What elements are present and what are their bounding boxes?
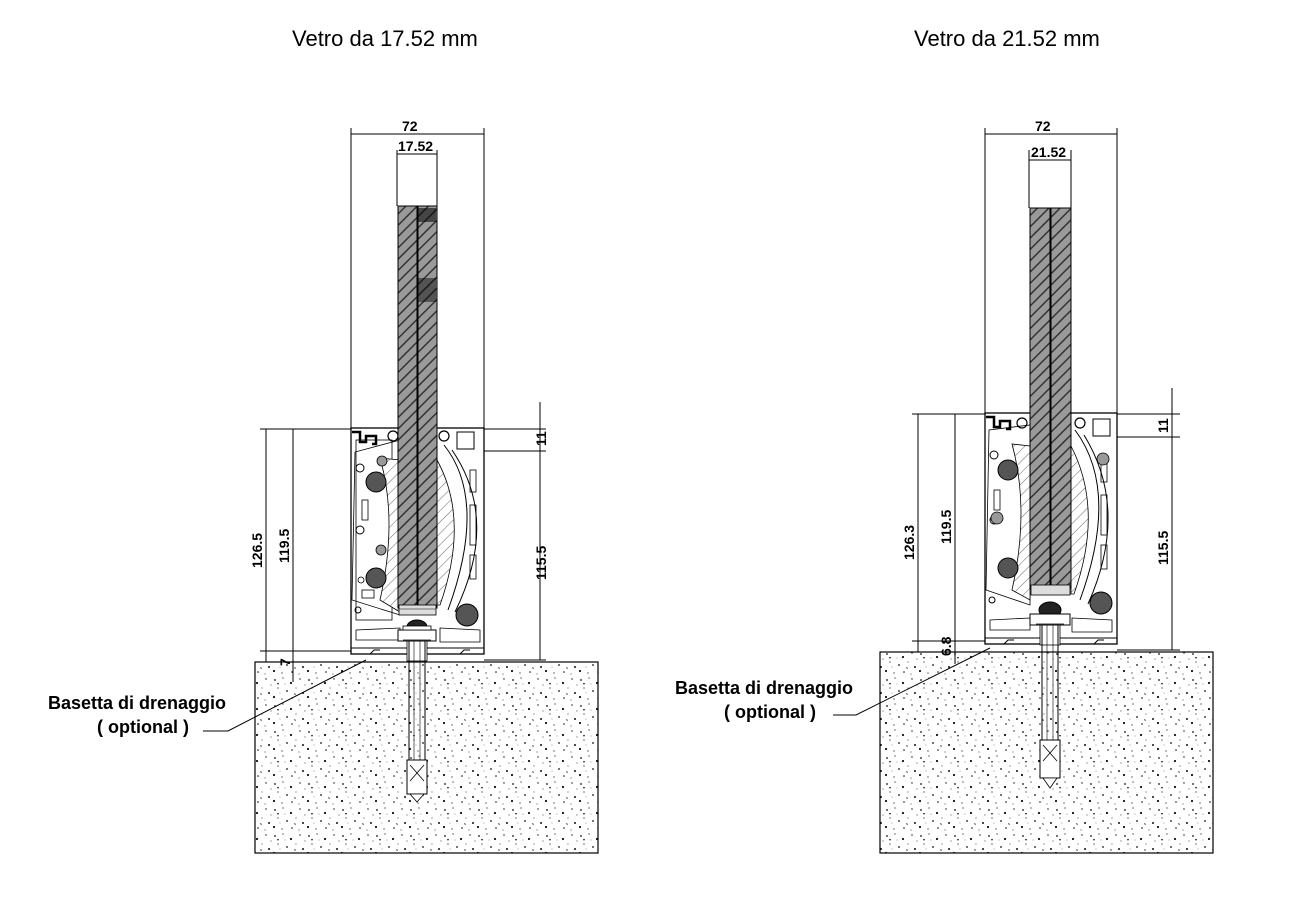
optional-label: ( optional ) [724, 702, 816, 722]
rubber-gasket [1096, 452, 1110, 466]
anchor-bolt [397, 619, 437, 803]
glass-pane [1029, 207, 1051, 589]
rubber-gasket [376, 455, 388, 467]
top-height-dimension: 11 [533, 431, 549, 446]
inner-height-dimension: 119.5 [276, 529, 292, 563]
glass-thickness-dimension: 17.52 [398, 138, 433, 154]
top-height-dimension: 11 [1155, 418, 1171, 433]
glass-pane [417, 205, 438, 609]
inner-height-dimension: 119.5 [938, 510, 954, 544]
drawing-left: 72 17.52 [48, 118, 599, 854]
optional-label: ( optional ) [97, 717, 189, 737]
rubber-gasket [990, 511, 1004, 525]
rubber-gasket [455, 603, 479, 627]
drawing-title-left: Vetro da 17.52 mm [292, 26, 478, 51]
drawing-right: 72 21.52 [675, 118, 1214, 854]
rubber-gasket [1089, 591, 1113, 615]
rubber-gasket [365, 471, 387, 493]
drainage-base-label: Basetta di drenaggio [675, 678, 853, 698]
anchor-bolt [1029, 601, 1071, 789]
base-height-dimension: 6.8 [938, 636, 954, 656]
profile-height-dimension: 115.5 [533, 546, 549, 580]
glass-pane [397, 205, 418, 609]
width-dimension: 72 [402, 118, 418, 134]
total-height-dimension: 126.5 [249, 533, 265, 568]
total-height-dimension: 126.3 [901, 525, 917, 560]
width-dimension: 72 [1035, 118, 1051, 134]
glass-pane [1050, 207, 1072, 589]
rubber-gasket [365, 567, 387, 589]
rubber-gasket [997, 459, 1019, 481]
base-height-dimension: 7 [277, 658, 293, 666]
concrete-base [254, 661, 599, 854]
drawing-title-right: Vetro da 21.52 mm [914, 26, 1100, 51]
rubber-gasket [357, 576, 365, 584]
glass-thickness-dimension: 21.52 [1031, 144, 1066, 160]
profile-height-dimension: 115.5 [1155, 531, 1171, 565]
rubber-gasket [997, 557, 1019, 579]
rubber-gasket [375, 544, 387, 556]
drainage-base-label: Basetta di drenaggio [48, 693, 226, 713]
